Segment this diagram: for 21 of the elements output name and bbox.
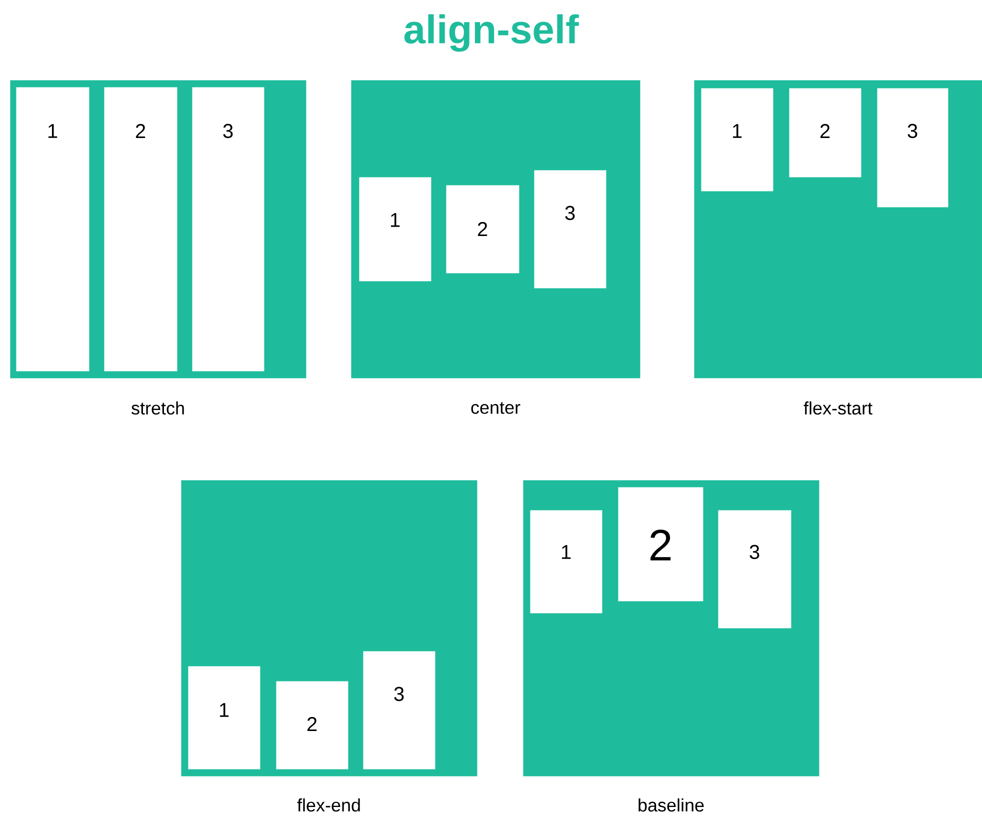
item-box: 2 xyxy=(446,185,520,274)
node-label: flex-start xyxy=(804,401,872,415)
item-box: 3 xyxy=(718,510,792,628)
item-box: 1 xyxy=(530,510,602,614)
node-label: stretch xyxy=(132,401,184,415)
item-box: 1 xyxy=(701,88,774,192)
item-box: 1 xyxy=(359,177,432,282)
item-box: 1 xyxy=(188,666,260,770)
node-label: flex-end xyxy=(297,798,360,812)
item-box: 3 xyxy=(192,87,264,372)
item-box: 3 xyxy=(363,651,436,770)
item-box: 3 xyxy=(534,170,606,288)
item-box: 3 xyxy=(877,88,948,208)
item-box: 2 xyxy=(276,681,348,770)
title: align-self xyxy=(404,14,579,52)
item-box: 2 xyxy=(618,487,704,602)
item-box: 2 xyxy=(104,87,178,372)
item-box: 2 xyxy=(789,88,862,178)
node-label: baseline xyxy=(638,798,704,812)
item-box: 1 xyxy=(16,87,90,372)
node-label: center xyxy=(471,402,520,414)
